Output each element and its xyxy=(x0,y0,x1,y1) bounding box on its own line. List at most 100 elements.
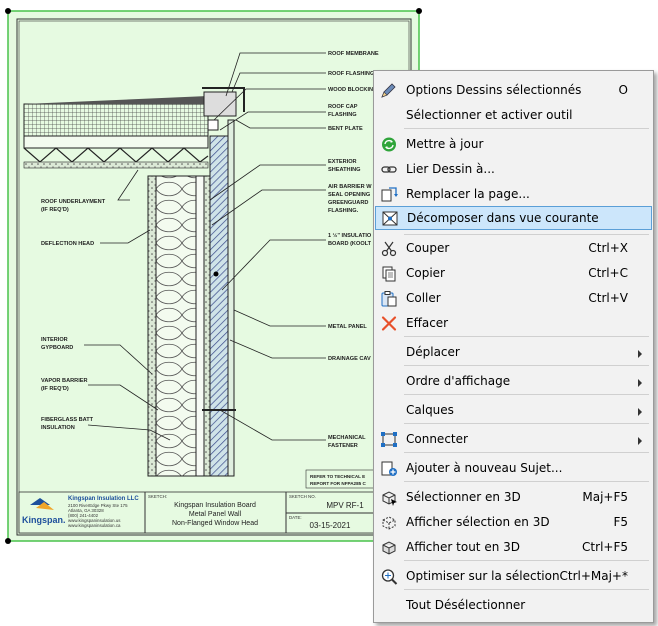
copy-icon xyxy=(382,266,396,282)
date-label: DATE: xyxy=(289,515,302,520)
title-block: Kingspan. Kingspan Insulation LLC 2100 R… xyxy=(18,491,410,534)
menu-separator xyxy=(404,589,649,590)
menu-item-select-in-3d[interactable]: Sélectionner en 3D Maj+F5 xyxy=(375,486,652,508)
menu-item-label: Connecter xyxy=(406,432,468,446)
delete-x-icon xyxy=(381,316,397,331)
menu-item-deselect-all[interactable]: Tout Désélectionner xyxy=(375,594,652,616)
show-selection-3d-icon xyxy=(382,516,396,530)
menu-separator xyxy=(404,394,649,395)
menu-item-shortcut: Ctrl+V xyxy=(588,291,628,305)
callout-labels: ROOF MEMBRANE ROOF FLASHING WOOD BLOCKIN… xyxy=(41,51,379,449)
address-line: (800) 241-4402 xyxy=(68,513,99,518)
menu-item-label: Calques xyxy=(406,403,454,417)
menu-item-explode-current-view[interactable]: Décomposer dans vue courante xyxy=(375,206,652,230)
callout-text: DRAINAGE CAV xyxy=(328,356,371,362)
drawing-options-icon xyxy=(381,83,396,98)
menu-item-connect[interactable]: Connecter xyxy=(375,428,652,450)
menu-item-replace-page[interactable]: Remplacer la page... xyxy=(375,183,652,205)
show-all-3d-icon xyxy=(382,541,396,555)
scissors-icon xyxy=(381,241,397,257)
submenu-arrow-icon xyxy=(638,379,642,387)
callout-text: ROOF CAP xyxy=(328,104,358,110)
menu-item-shortcut: Ctrl+Maj+* xyxy=(559,569,628,583)
menu-item-display-order[interactable]: Ordre d'affichage xyxy=(375,370,652,392)
menu-item-cut[interactable]: Couper Ctrl+X xyxy=(375,237,652,259)
selection-handle[interactable] xyxy=(5,538,11,544)
menu-item-link-drawing[interactable]: Lier Dessin à... xyxy=(375,158,652,180)
wall-assembly xyxy=(147,119,236,477)
menu-item-label: Optimiser sur la sélection xyxy=(406,569,560,583)
submenu-arrow-icon xyxy=(638,350,642,358)
menu-item-label: Copier xyxy=(406,266,445,280)
menu-item-show-selection-in-3d[interactable]: Afficher sélection en 3D F5 xyxy=(375,511,652,533)
menu-item-label: Sélectionner en 3D xyxy=(406,490,521,504)
menu-item-zoom-to-selection[interactable]: Optimiser sur la sélection Ctrl+Maj+* xyxy=(375,565,652,587)
callout-text: BENT PLATE xyxy=(328,126,363,132)
callout-text: 1 ½" INSULATIO xyxy=(328,232,372,239)
select-3d-icon xyxy=(382,491,397,506)
selection-handle[interactable] xyxy=(416,8,422,14)
menu-separator xyxy=(404,336,649,337)
callout-text: GYPBOARD xyxy=(41,345,73,351)
menu-item-label: Décomposer dans vue courante xyxy=(407,211,599,225)
callout-text: WOOD BLOCKING xyxy=(328,87,377,93)
menu-item-show-all-in-3d[interactable]: Afficher tout en 3D Ctrl+F5 xyxy=(375,536,652,558)
callout-text: SEAL OPENING xyxy=(328,192,370,198)
sketch-label: SKETCH: xyxy=(148,494,167,499)
menu-item-update[interactable]: Mettre à jour xyxy=(375,133,652,155)
submenu-arrow-icon xyxy=(638,408,642,416)
menu-item-add-new-issue[interactable]: Ajouter à nouveau Sujet... xyxy=(375,457,652,479)
paste-icon xyxy=(381,291,397,307)
sketch-line: Non-Flanged Window Head xyxy=(172,520,258,527)
svg-text:Kingspan.: Kingspan. xyxy=(22,515,66,525)
company-name: Kingspan Insulation LLC xyxy=(68,496,139,502)
selection-handle[interactable] xyxy=(5,8,11,14)
menu-item-copy[interactable]: Copier Ctrl+C xyxy=(375,262,652,284)
menu-item-select-activate-tool[interactable]: Sélectionner et activer outil xyxy=(375,104,652,126)
menu-separator xyxy=(404,365,649,366)
callout-text: (IF REQ'D) xyxy=(41,386,69,392)
connect-icon xyxy=(381,432,397,447)
address-line: 2100 RiverEdge Pkwy Ste 175 xyxy=(68,503,128,508)
leader-lines xyxy=(84,52,326,441)
callout-text: INTERIOR xyxy=(41,337,68,343)
callout-text: INSULATION xyxy=(41,425,75,431)
note-text: REFER TO TECHNICAL E xyxy=(310,474,365,479)
callout-text: BOARD (KOOLT xyxy=(328,241,372,247)
callout-text: VAPOR BARRIER xyxy=(41,378,88,384)
menu-item-paste[interactable]: Coller Ctrl+V xyxy=(375,287,652,309)
menu-item-delete[interactable]: Effacer xyxy=(375,312,652,334)
menu-item-label: Options Dessins sélectionnés xyxy=(406,83,582,97)
sketch-no: MPV RF-1 xyxy=(326,501,364,510)
menu-item-label: Afficher sélection en 3D xyxy=(406,515,550,529)
menu-item-label: Ordre d'affichage xyxy=(406,374,511,388)
note-box: REFER TO TECHNICAL E REPORT FOR NFPA285 … xyxy=(305,469,375,489)
kingspan-logo: Kingspan. xyxy=(22,498,66,525)
callout-text: ROOF FLASHING xyxy=(328,71,374,77)
callout-text: (IF REQ'D) xyxy=(41,207,69,213)
menu-item-move[interactable]: Déplacer xyxy=(375,341,652,363)
submenu-arrow-icon xyxy=(638,437,642,445)
link-icon xyxy=(381,166,397,173)
menu-item-shortcut: Ctrl+X xyxy=(588,241,628,255)
address-line: www.kingspaninsulation.ca xyxy=(68,523,121,528)
callout-text: FLASHING. xyxy=(328,208,359,214)
zoom-selection-icon xyxy=(381,569,398,585)
add-issue-icon xyxy=(381,461,397,476)
menu-item-label: Ajouter à nouveau Sujet... xyxy=(406,461,563,475)
callout-text: GREENGUARD xyxy=(328,200,368,206)
menu-item-shortcut: Ctrl+F5 xyxy=(582,540,628,554)
menu-item-label: Afficher tout en 3D xyxy=(406,540,520,554)
callout-text: FIBERGLASS BATT xyxy=(41,417,94,423)
menu-separator xyxy=(404,481,649,482)
explode-icon xyxy=(382,211,398,226)
date-value: 03-15-2021 xyxy=(310,521,351,530)
callout-text: METAL PANEL xyxy=(328,324,367,330)
callout-text: DEFLECTION HEAD xyxy=(41,241,94,247)
menu-item-drawing-options[interactable]: Options Dessins sélectionnés O xyxy=(375,79,652,101)
menu-item-label: Coller xyxy=(406,291,441,305)
address-line: Atlanta, GA 30328 xyxy=(68,508,104,513)
menu-item-layers[interactable]: Calques xyxy=(375,399,652,421)
sketch-line: Metal Panel Wall xyxy=(189,511,242,518)
